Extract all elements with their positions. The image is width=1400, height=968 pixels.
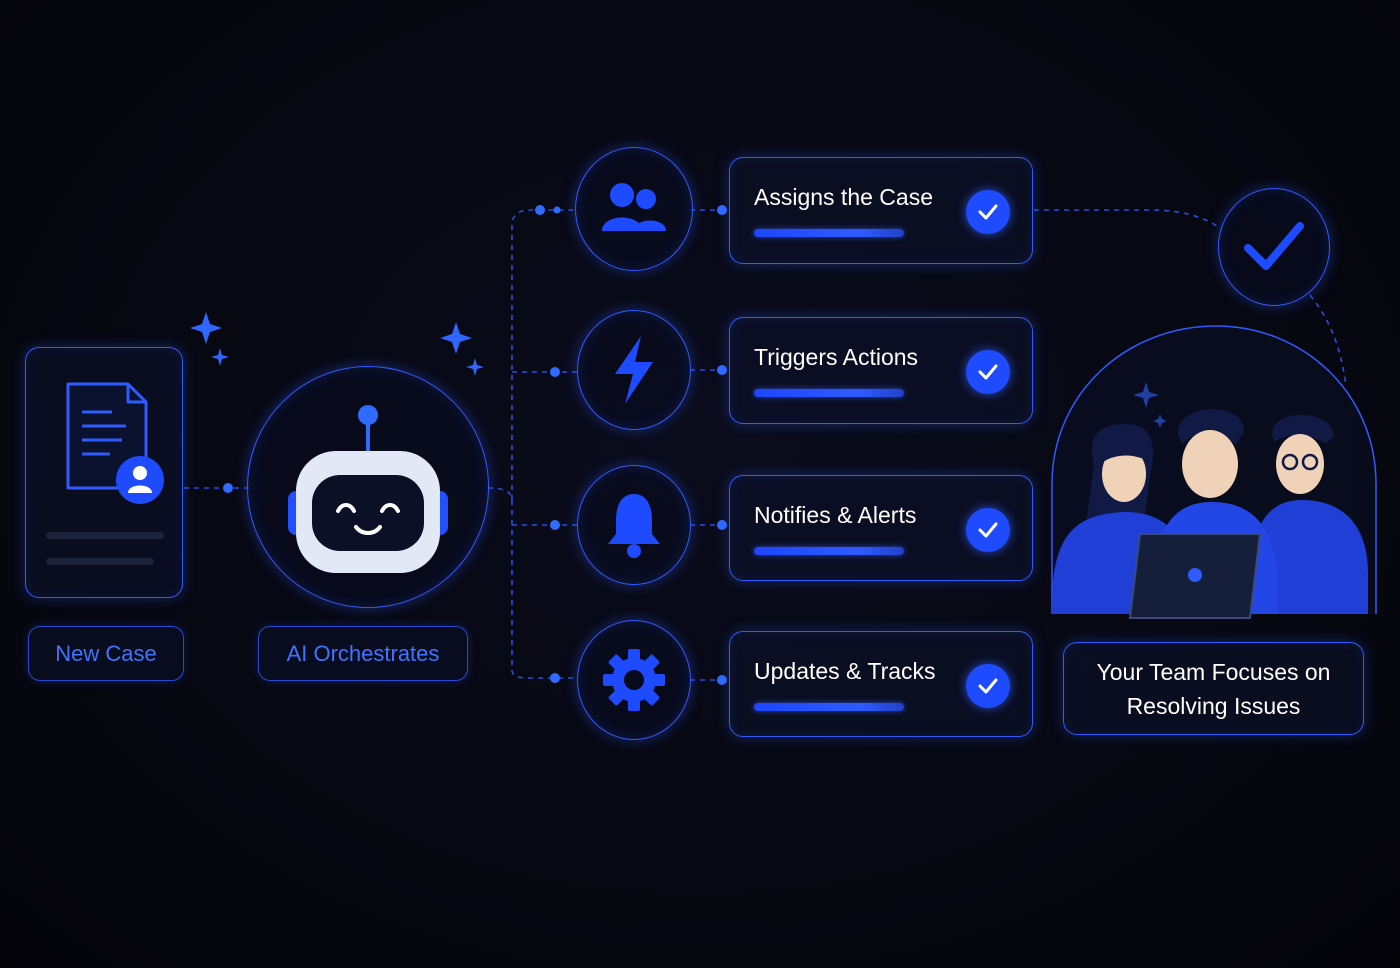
lightning-icon [615,336,653,404]
completed-check-node [1218,188,1330,306]
ai-orchestrates-label: AI Orchestrates [258,626,468,681]
step-progress-bar [754,547,904,555]
ai-orchestrator-node [247,366,489,608]
users-icon [602,183,666,231]
checkmark-icon [1244,222,1304,270]
lightning-icon-ring [577,310,691,430]
step-triggers-actions: Triggers Actions [729,317,1033,424]
document-user-icon [66,382,164,504]
new-case-card [25,347,183,598]
step-label: Assigns the Case [754,184,933,210]
placeholder-line [46,558,154,565]
check-icon [966,664,1010,708]
team-illustration [1051,325,1377,619]
check-icon [966,190,1010,234]
bell-icon-ring [577,465,691,585]
step-progress-bar [754,229,904,237]
gear-icon-ring [577,620,691,740]
step-label: Updates & Tracks [754,658,936,684]
step-label: Notifies & Alerts [754,502,917,528]
step-progress-bar [754,389,904,397]
bell-icon [608,494,660,558]
team-caption-line2: Resolving Issues [1126,692,1301,719]
step-assigns-the-case: Assigns the Case [729,157,1033,264]
step-updates-tracks: Updates & Tracks [729,631,1033,737]
new-case-label: New Case [28,626,184,681]
step-label: Triggers Actions [754,344,919,370]
check-icon [966,508,1010,552]
step-progress-bar [754,703,904,711]
users-icon-ring [575,147,693,271]
placeholder-line [46,532,164,539]
team-caption-line1: Your Team Focuses on [1096,658,1331,685]
gear-icon [603,649,665,711]
step-notifies-alerts: Notifies & Alerts [729,475,1033,581]
robot-icon [288,405,448,573]
check-icon [966,350,1010,394]
team-caption: Your Team Focuses on Resolving Issues [1063,642,1364,735]
